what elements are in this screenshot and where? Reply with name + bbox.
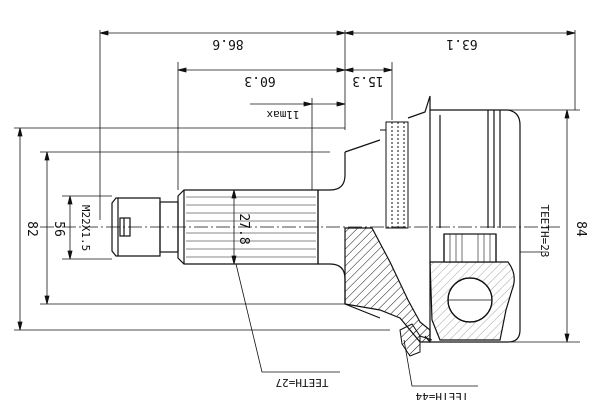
dim-27-8: 27.8 [236, 213, 251, 244]
outer-race-housing [407, 95, 521, 343]
thread-m22x15: M22X1.5 [79, 205, 92, 251]
dim-84: 84 [573, 221, 588, 237]
abs-tone-ring [380, 121, 409, 229]
dim-15-3: 15.3 [352, 73, 383, 88]
dim-86-6: 86.6 [212, 36, 243, 51]
threaded-end [111, 197, 179, 257]
callout-spline-teeth: TEETH=27 [276, 376, 329, 389]
callout-inner-teeth: TEETH=23 [538, 205, 551, 258]
dim-11max: 11max [266, 108, 299, 121]
dim-82: 82 [24, 221, 39, 237]
left-dimension-lines [14, 127, 390, 331]
dim-56: 56 [51, 221, 66, 237]
dim-60-3: 60.3 [244, 73, 275, 88]
callout-leaders [235, 251, 548, 387]
top-dimension-lines [99, 30, 576, 220]
spline-teeth-lines [186, 196, 316, 258]
callout-abs-teeth: TEETH=44 [415, 390, 468, 400]
section-view-lower [344, 227, 515, 343]
dim-63-1: 63.1 [446, 36, 477, 51]
shaft-diameter-dim [231, 189, 237, 265]
